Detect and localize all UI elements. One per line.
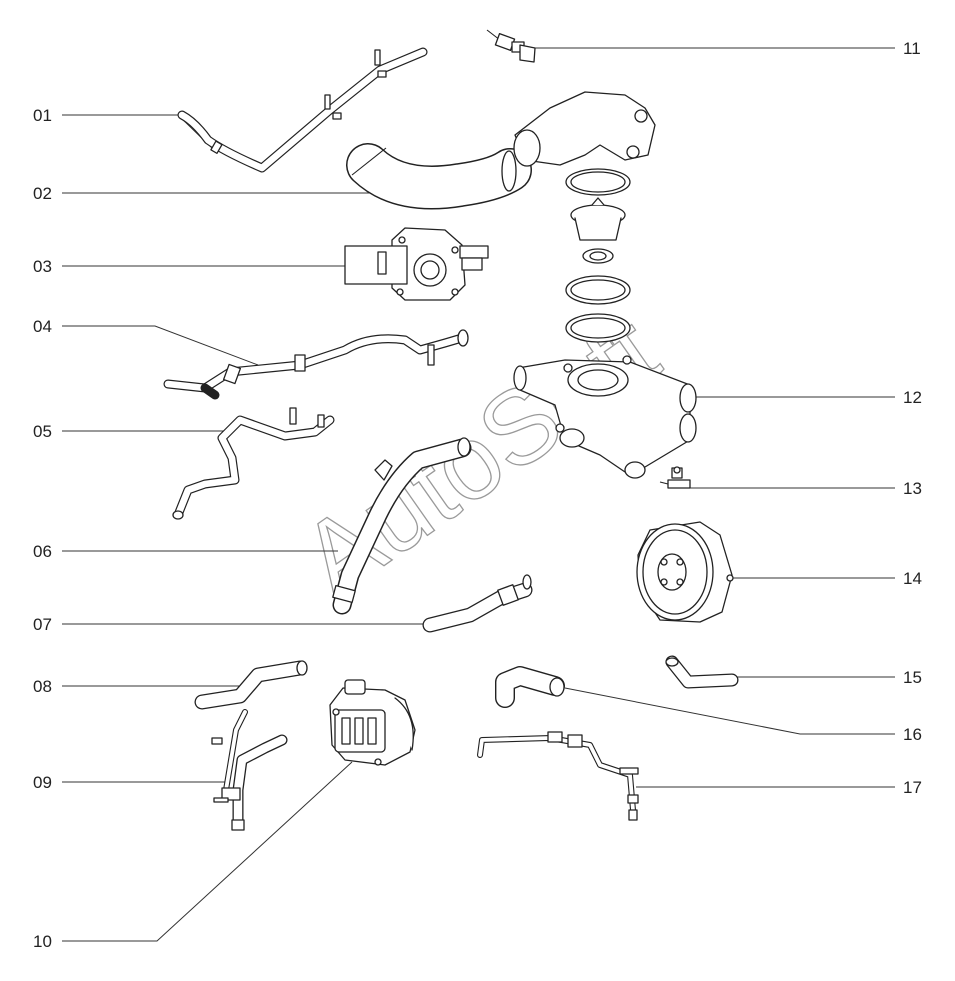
label-17: 17	[903, 778, 922, 797]
part-04-heater-pipe	[163, 329, 469, 400]
label-15: 15	[903, 668, 922, 687]
part-08-hose	[194, 660, 308, 710]
part-13-sensor	[659, 466, 691, 489]
leader-16	[564, 687, 895, 735]
label-14: 14	[903, 569, 922, 588]
label-09: 09	[33, 773, 52, 792]
label-16: 16	[903, 725, 922, 744]
label-13: 13	[903, 479, 922, 498]
part-02-radiator-hose	[346, 143, 532, 210]
label-11: 11	[903, 39, 921, 58]
label-04: 04	[33, 317, 52, 336]
part-09-bracket-pipe	[211, 709, 288, 831]
label-07: 07	[33, 615, 52, 634]
leader-lines	[62, 47, 895, 942]
part-15-hose	[665, 655, 739, 689]
leader-02	[62, 192, 409, 206]
label-05: 05	[33, 422, 52, 441]
part-01-bypass-pipe	[177, 47, 428, 173]
part-11-temperature-sensor	[486, 29, 536, 63]
leader-04	[62, 325, 259, 366]
part-labels: 01 02 03 04 05 06 07 08 09 10 11 12 13 1…	[33, 39, 922, 951]
label-01: 01	[33, 106, 52, 125]
label-03: 03	[33, 257, 52, 276]
leader-10	[62, 761, 353, 942]
part-06-lower-hose	[332, 437, 472, 615]
part-14-water-pump	[636, 521, 734, 623]
label-08: 08	[33, 677, 52, 696]
part-17-vent-pipe	[477, 731, 639, 821]
label-02: 02	[33, 184, 52, 203]
label-12: 12	[903, 388, 922, 407]
label-06: 06	[33, 542, 52, 561]
part-16-elbow-hose	[495, 666, 565, 708]
part-12-thermostat-assembly	[513, 91, 697, 479]
part-03-thermostat-housing	[344, 227, 489, 301]
label-10: 10	[33, 932, 52, 951]
part-10-auxiliary-pump	[329, 679, 416, 766]
part-05-coolant-pipe	[172, 407, 335, 520]
part-07-hose	[422, 574, 533, 633]
